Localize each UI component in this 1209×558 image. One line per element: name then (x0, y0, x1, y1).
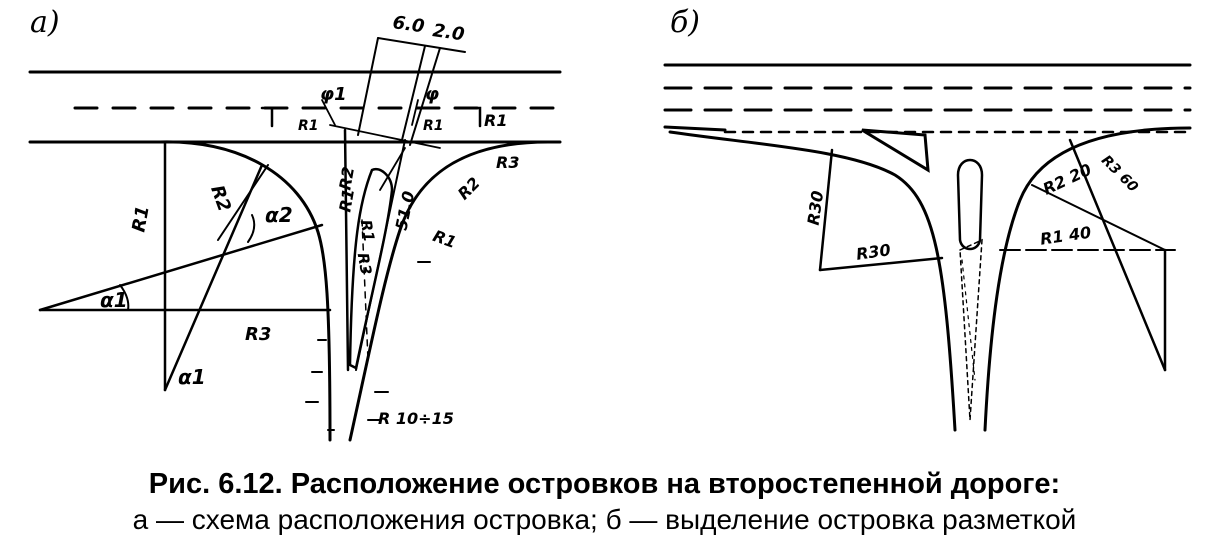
label-r-10-15: R 10÷15 (378, 409, 454, 428)
label-r1-box: R1 (484, 111, 507, 130)
caption-subtitle: а — схема расположения островка; б — выд… (132, 504, 1077, 535)
minor-road-edge-left (343, 128, 350, 372)
alpha-slope-line (38, 223, 324, 312)
label-r1-right: R1 (430, 226, 459, 252)
marker-box-right (468, 106, 482, 128)
label-r3-inner: R3 (354, 251, 376, 276)
right-corner-curve (348, 140, 550, 442)
island-hatch-1 (361, 219, 369, 361)
label-phi1: φ1 (320, 84, 347, 105)
diagram-figure: а) R1 R2 α2 α1 α1 R3 R1 φ1 φ R1 R1 6.0 2… (28, 5, 1192, 442)
left-tick-marks (305, 339, 335, 431)
marker-box-left (260, 106, 274, 128)
label-r30-horiz: R30 (855, 240, 892, 264)
label-r3-right: R3 (496, 153, 519, 172)
r2-radius-line (163, 163, 264, 392)
minor-road-edge-right (355, 139, 406, 371)
label-r1-island: R1 (335, 187, 358, 213)
label-r1-top-a: R1 (298, 118, 319, 134)
phi-leader-2 (411, 99, 419, 126)
label-r1-inner: R1 (357, 218, 379, 243)
caption-title: Рис. 6.12. Расположение островков на вто… (148, 468, 1061, 500)
label-r1-40: R1 40 (1039, 223, 1092, 249)
b-left-corner-curve (668, 130, 957, 432)
alpha1-arc (119, 284, 130, 311)
label-alpha1-bottom: α1 (178, 365, 206, 389)
b-r3-line (1031, 184, 1166, 251)
label-r2-right: R2 (454, 173, 484, 203)
label-dim-2: 2.0 (431, 20, 466, 45)
b-right-corner-curve (983, 126, 1192, 432)
b-r2-line (1068, 138, 1167, 372)
panel-b-letter: б) (670, 5, 700, 40)
label-dim-6: 6.0 (391, 12, 426, 37)
diag-cross-1 (329, 124, 441, 149)
label-r2-island: R2 (335, 165, 358, 191)
r2-dim-line (217, 164, 269, 241)
b-hatched-marking (959, 238, 983, 421)
panel-b (663, 63, 1192, 432)
label-r3-60: R3 60 (1098, 152, 1141, 195)
figure-caption: Рис. 6.12. Расположение островков на вто… (0, 466, 1209, 538)
dim-51-line (379, 147, 406, 191)
label-r2-20: R2 20 (1040, 160, 1095, 199)
b-teardrop-island (956, 158, 984, 251)
alpha2-arc (247, 214, 256, 243)
panel-a (28, 37, 562, 442)
right-tick-marks (367, 261, 431, 421)
label-r1-top-b: R1 (423, 118, 444, 134)
b-road-inner-solid (663, 125, 727, 132)
label-alpha2: α2 (265, 203, 293, 227)
left-corner-curve (158, 140, 332, 442)
dim-left-ext (357, 37, 379, 136)
label-phi: φ (425, 84, 439, 105)
dim-mid-ext (401, 45, 426, 141)
b-r30-horizontal (818, 256, 944, 272)
label-dim-51: 51.0 (392, 189, 419, 232)
label-r30-vert: R30 (804, 190, 828, 227)
label-alpha1-left: α1 (100, 288, 128, 312)
panel-a-labels: а) R1 R2 α2 α1 α1 R3 R1 φ1 φ R1 R1 6.0 2… (30, 5, 519, 428)
label-r3-bottom: R3 (245, 324, 271, 345)
b-r30-vertical (818, 148, 834, 272)
b-triangle-island (861, 128, 930, 173)
label-r1-left: R1 (128, 204, 153, 234)
label-r2-left: R2 (206, 182, 235, 214)
dim-right-ext (409, 47, 441, 146)
panel-a-letter: а) (30, 5, 60, 40)
dim-top-line (377, 37, 466, 53)
phi-leader-1 (321, 99, 336, 126)
